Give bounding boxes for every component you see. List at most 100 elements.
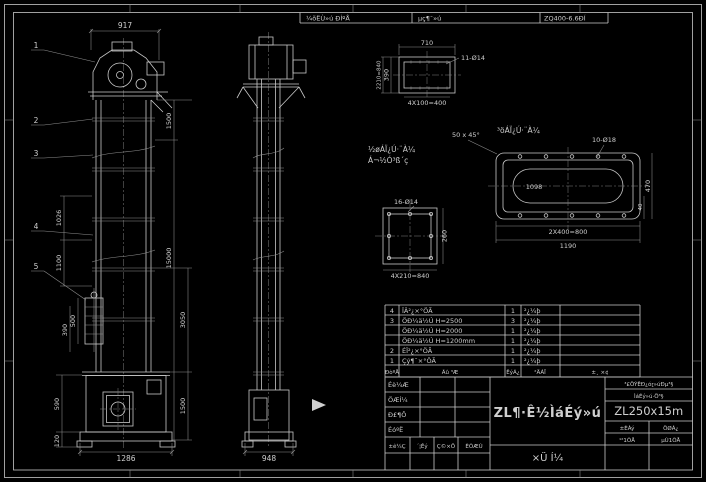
dim-bottom-width: 1286 xyxy=(116,454,135,463)
scale-cell: µÚ1ÕÅ xyxy=(661,437,680,444)
caption-line-1: ½øÁÏ¿Ú·¨À¼ xyxy=(368,145,416,154)
part-name: ÉÏ²¿×°ÖÃ xyxy=(402,346,433,355)
sign-label: ÖÆÍ¼ xyxy=(388,395,408,404)
sign-label: Éè¼Æ xyxy=(388,380,409,389)
drawing-number: ZL250x15m xyxy=(614,404,683,418)
strip-mid: µç¶¯»ú xyxy=(418,15,441,23)
drawing-subtitle: ×Ü Í¼ xyxy=(532,451,564,464)
part-qty: 1 xyxy=(511,357,515,365)
balloon-1: 1 xyxy=(34,41,39,50)
dim-plate-pitch: 2X400=800 xyxy=(549,228,588,236)
part-mat: ²¿¼þ xyxy=(524,357,540,365)
rev-label: ÈÕÆÚ xyxy=(465,442,482,450)
part-name: ÏÂ²¿×°ÖÃ xyxy=(402,306,433,315)
part-no: 1 xyxy=(390,357,394,365)
bucket-detail xyxy=(84,288,104,352)
part-name: ÖÐ¼ä½Ú H=2000 xyxy=(402,326,462,335)
balloon-2: 2 xyxy=(34,116,39,125)
plate-bolt-holes xyxy=(517,154,627,218)
rev-label: ´¦Êý xyxy=(416,442,428,450)
dim-bucket-a: 500 xyxy=(69,315,77,327)
rev-label: Ç©×Ö xyxy=(437,443,456,450)
part-no: 4 xyxy=(390,307,394,315)
dim-feed-top: 710 xyxy=(421,39,433,47)
front-view-dims: 917 1026 1100 500 390 590 120 1286 1500 … xyxy=(53,21,192,463)
takeup-unit xyxy=(146,379,162,395)
dim-right-head: 1500 xyxy=(165,113,173,130)
side-view: 948 xyxy=(236,32,326,463)
drawing-title: ZL¶·Ê½ÌáÉý»ú xyxy=(494,405,602,421)
strip-value: ZQ400-6.6ÐÍ xyxy=(544,14,586,23)
balloon-4: 4 xyxy=(34,222,39,231)
scale-cell: ÖØÁ¿ xyxy=(663,425,678,432)
part-qty: 3 xyxy=(511,317,515,325)
strip-label: ¼õËÙ»ú ÐÍºÅ xyxy=(306,14,350,23)
detail-plate-flange: ³öÁÏ¿Ú·¨À¼ 50 x 45° 10-Ø18 1098 2X400=80… xyxy=(452,126,653,250)
sheet-border xyxy=(4,4,702,478)
detail-caption: ½øÁÏ¿Ú·¨À¼ Á¬½Ó³ß´ç xyxy=(368,145,416,165)
rev-label: ±ê¼Ç xyxy=(388,443,405,450)
col-qty: ÊýÁ¿ xyxy=(506,368,519,376)
company-line-1: ³£ÖÝÊÐ¿óɽ»úÐµ³§ xyxy=(624,380,673,388)
balloon-3: 3 xyxy=(34,149,39,158)
col-mat: ²ÄÁÏ xyxy=(534,369,546,376)
part-no: 2 xyxy=(390,347,394,355)
tower-casing xyxy=(95,100,152,372)
part-mat: ²¿¼þ xyxy=(524,337,540,345)
dim-h2: 1100 xyxy=(55,255,63,272)
head-vent xyxy=(111,41,133,52)
dim-square-side: 260 xyxy=(441,230,449,242)
sign-label: ÉóºË xyxy=(388,425,403,434)
item-balloons: 1 2 3 4 5 xyxy=(31,41,96,301)
dim-top-width: 917 xyxy=(118,21,133,30)
dim-boot-a: 590 xyxy=(53,398,61,410)
dim-slot-length: 1098 xyxy=(526,183,543,191)
dim-feed-left-inner: 390 xyxy=(383,69,391,81)
dim-square-bottom: 4X210=840 xyxy=(391,272,430,280)
dim-right-mid: 3050 xyxy=(179,312,187,329)
dim-h1: 1026 xyxy=(55,210,63,227)
part-name: ÖÐ¼ä½Ú H=1200mm xyxy=(402,336,475,345)
section-arrow-icon xyxy=(312,399,326,411)
caption-line-2: Á¬½Ó³ß´ç xyxy=(368,156,408,165)
chamfer-note: 50 x 45° xyxy=(452,131,480,139)
side-casing xyxy=(256,79,281,390)
dim-side-bottom: 948 xyxy=(262,454,277,463)
part-qty: 1 xyxy=(511,327,515,335)
drive-motor xyxy=(146,61,165,76)
dim-boot-b: 120 xyxy=(53,435,61,447)
parts-list: 4 ÏÂ²¿×°ÖÃ 1 ²¿¼þ 3 ÖÐ¼ä½Ú H=2500 3 ²¿¼þ… xyxy=(384,304,641,470)
top-spec-strip: ¼õËÙ»ú ÐÍºÅ µç¶¯»ú ZQ400-6.6ÐÍ xyxy=(299,12,609,24)
scale-cell: ¹²1ÕÅ xyxy=(619,437,635,444)
drive-pulley xyxy=(107,62,133,88)
plate-caption: ³öÁÏ¿Ú·¨À¼ xyxy=(497,126,541,135)
col-name: Ãû ³Æ xyxy=(442,369,459,376)
part-name: Çý¶¯×°ÖÃ xyxy=(402,356,436,365)
side-motor xyxy=(292,59,307,74)
plate-holes-note: 10-Ø18 xyxy=(592,136,616,144)
part-qty: 1 xyxy=(511,307,515,315)
dim-bucket-b: 390 xyxy=(61,324,69,336)
part-mat: ²¿¼þ xyxy=(524,327,540,335)
dim-feed-left-outer: 2210=840 xyxy=(377,60,383,90)
part-name: ÖÐ¼ä½Ú H=2500 xyxy=(402,316,462,325)
dim-plate-right-h: 470 xyxy=(644,180,652,192)
dim-plate-right-t: 40 xyxy=(638,203,644,210)
part-qty: 1 xyxy=(511,347,515,355)
detail-feed-flange: 710 11-Ø14 390 2210=840 4X100=400 xyxy=(377,39,486,107)
dim-right-total: 15000 xyxy=(165,248,173,269)
square-holes-note: 16-Ø14 xyxy=(394,198,418,206)
sign-label: Ð£¶Ô xyxy=(388,410,406,419)
dim-plate-overall: 1190 xyxy=(560,242,577,250)
boot-section xyxy=(76,371,176,448)
col-note: ±¸ ×¢ xyxy=(591,370,608,376)
company-line-2: ÌáÉý»ú·Ö³§ xyxy=(634,392,664,400)
balloon-5: 5 xyxy=(34,262,39,271)
part-mat: ²¿¼þ xyxy=(524,317,540,325)
feed-holes-note: 11-Ø14 xyxy=(461,54,485,62)
part-qty: 1 xyxy=(511,337,515,345)
detail-square-flange: 16-Ø14 260 4X210=840 xyxy=(375,198,449,280)
dim-feed-bottom: 4X100=400 xyxy=(408,99,447,107)
